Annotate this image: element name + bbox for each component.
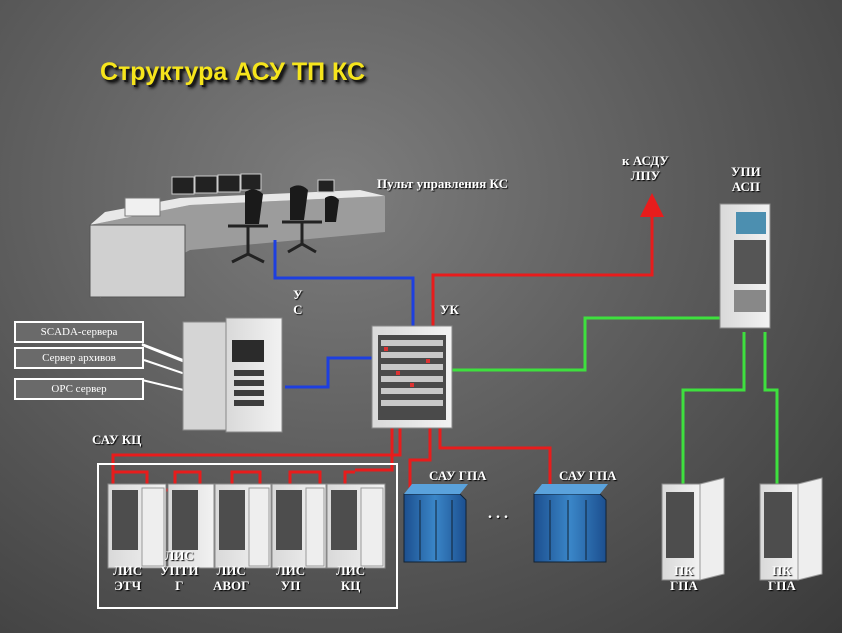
server-cabinet-illustration [182, 317, 283, 433]
link-uk-to-upi [452, 316, 727, 372]
lis-up-line1: ЛИС [276, 563, 306, 578]
sau-gpa-cabinet-2-illustration [533, 484, 608, 563]
lis-avog-line1: ЛИС [216, 563, 246, 578]
pk-gpa-label-1: ПК ГПА [670, 563, 698, 593]
link-upi-to-pk2 [763, 332, 779, 484]
pk-gpa-1-line2: ГПА [670, 578, 698, 593]
sau-gpa-label-1: САУ ГПА [429, 468, 487, 483]
lis-label-kc: ЛИС КЦ [336, 563, 365, 593]
pk-gpa-2-line1: ПК [772, 563, 792, 578]
pk-gpa-cabinet-2-illustration [759, 477, 823, 581]
link-uk-to-lis-chain [355, 425, 394, 472]
lis-upti-line2: УПТИ [160, 563, 199, 578]
lis-label-etch: ЛИС ЭТЧ [113, 563, 142, 593]
ellipsis: . . . [488, 505, 508, 522]
link-upi-to-pk1 [681, 332, 746, 484]
uk-label: УК [440, 302, 459, 317]
us-label-line2: С [293, 302, 303, 317]
sau-kc-label: САУ КЦ [92, 432, 142, 447]
opc-server-box: ОРС сервер [14, 378, 144, 400]
lis-label-upti: ЛИС УПТИ Г [160, 548, 198, 593]
lis-label-up: ЛИС УП [276, 563, 305, 593]
asdu-label-line2: ЛПУ [630, 168, 661, 183]
lis-kc-line1: ЛИС [336, 563, 366, 578]
uk-rack-illustration [371, 325, 453, 429]
lis-group-frame [97, 463, 398, 609]
asdu-label-line1: к АСДУ [622, 153, 669, 168]
link-uk-to-asdu [431, 193, 664, 330]
lis-etch-line1: ЛИС [113, 563, 143, 578]
link-console-to-uk [273, 240, 415, 330]
archive-server-box: Сервер архивов [14, 347, 144, 369]
upi-label-line2: АСП [731, 179, 760, 194]
lis-upti-line3: Г [175, 578, 184, 593]
link-servers-to-uk [285, 356, 378, 389]
pk-gpa-1-line1: ПК [674, 563, 694, 578]
pk-gpa-cabinet-1-illustration [661, 477, 725, 581]
lis-etch-line2: ЭТЧ [114, 578, 142, 593]
console-label: Пульт управления КС [377, 176, 508, 191]
link-uk-to-sau-gpa-2 [438, 425, 552, 488]
asdu-label: к АСДУ ЛПУ [622, 153, 669, 183]
lis-avog-line2: АВОГ [213, 578, 250, 593]
us-label: У С [293, 287, 303, 317]
upi-label: УПИ АСП [731, 164, 761, 194]
lis-upti-line1: ЛИС [164, 548, 194, 563]
pk-gpa-2-line2: ГПА [768, 578, 796, 593]
diagram-title: Структура АСУ ТП КС [100, 58, 366, 86]
control-console-illustration [89, 173, 385, 298]
lis-kc-line2: КЦ [340, 578, 361, 593]
lis-label-avog: ЛИС АВОГ [213, 563, 249, 593]
lis-up-line2: УП [280, 578, 301, 593]
link-uk-to-sau-gpa-1 [408, 425, 432, 488]
sau-gpa-cabinet-1-illustration [403, 484, 468, 563]
us-label-line1: У [293, 287, 303, 302]
lis-cabinets-illustration [107, 483, 386, 569]
upi-label-line1: УПИ [731, 164, 761, 179]
upi-asp-cabinet-illustration [719, 203, 771, 329]
pk-gpa-label-2: ПК ГПА [768, 563, 796, 593]
scada-servers-box: SCADA-сервера [14, 321, 144, 343]
sau-gpa-label-2: САУ ГПА [559, 468, 617, 483]
